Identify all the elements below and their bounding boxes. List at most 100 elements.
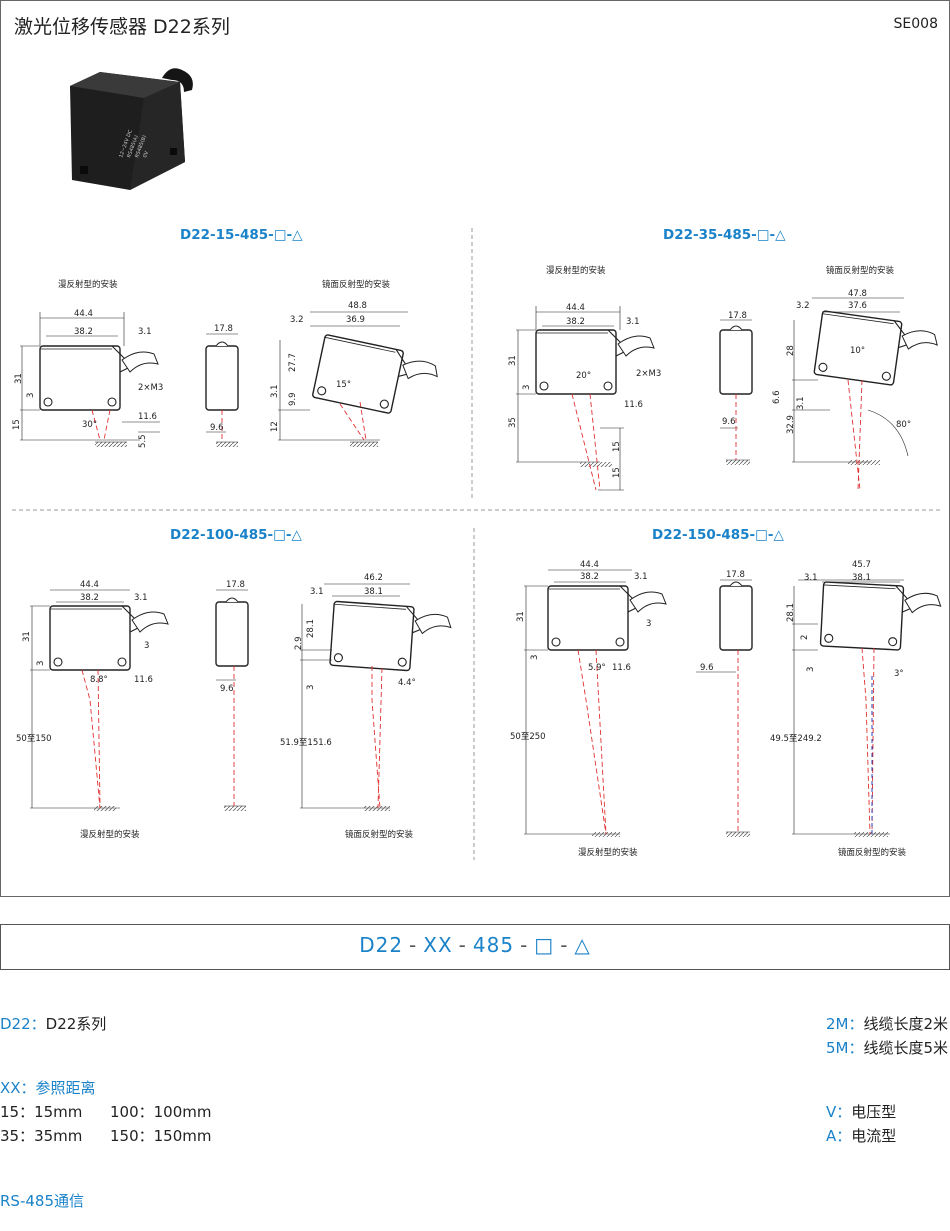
dim-label: 9.6 bbox=[722, 417, 736, 427]
dim-label: 3 bbox=[26, 392, 36, 398]
legend-key: 5M bbox=[826, 1039, 849, 1057]
dim-label: 32.9 bbox=[786, 415, 796, 434]
dim-label: 31 bbox=[508, 355, 518, 366]
legend-comm: RS-485通信 bbox=[0, 1192, 84, 1210]
legend-cable-5m: 5M：线缆长度5米 bbox=[826, 1039, 949, 1057]
dim-label: 38.2 bbox=[580, 572, 599, 582]
dim-label: 20° bbox=[576, 371, 592, 381]
dim-label: 3.1 bbox=[804, 573, 818, 583]
mirror-label: 镜面反射型的安装 bbox=[345, 830, 414, 840]
legend-voltage: V：电压型 bbox=[826, 1103, 897, 1121]
dim-label: 15 bbox=[12, 419, 22, 430]
code-sep: - bbox=[458, 933, 467, 957]
legend-range: 35：35mm bbox=[0, 1127, 83, 1145]
legend-distance-title: XX：参照距离 bbox=[0, 1079, 96, 1097]
dim-label: 49.5至249.2 bbox=[770, 734, 822, 744]
drawings bbox=[12, 228, 943, 860]
dim-label: 3 bbox=[806, 666, 816, 672]
dim-label: 31 bbox=[22, 631, 32, 642]
code-part-output: □ bbox=[534, 933, 555, 957]
dim-label: 44.4 bbox=[566, 303, 585, 313]
dim-label: 12 bbox=[270, 421, 280, 432]
dim-label: 2×M3 bbox=[636, 369, 662, 379]
dim-label: 5.5 bbox=[138, 434, 148, 448]
dim-label: 3 bbox=[144, 641, 150, 651]
dim-label: 28.1 bbox=[786, 603, 796, 622]
dim-label: 38.1 bbox=[364, 587, 383, 597]
legend-value: 线缆长度2米 bbox=[863, 1015, 949, 1033]
dim-label: 3 bbox=[530, 654, 540, 660]
dim-label: 3.1 bbox=[138, 327, 152, 337]
dim-label: 48.8 bbox=[348, 301, 367, 311]
legend-key: 2M bbox=[826, 1015, 849, 1033]
diffuse-label: 漫反射型的安装 bbox=[80, 830, 140, 840]
dim-label: 30° bbox=[82, 420, 98, 430]
dim-label: 15 bbox=[612, 441, 622, 452]
mirror-label: 镜面反射型的安装 bbox=[322, 280, 391, 290]
dim-label: 17.8 bbox=[726, 570, 745, 580]
legend-key: V bbox=[826, 1103, 837, 1121]
legend-current: A：电流型 bbox=[826, 1127, 897, 1145]
dim-label: 17.8 bbox=[214, 324, 233, 334]
dim-label: 10° bbox=[850, 346, 866, 356]
dim-label: 17.8 bbox=[226, 580, 245, 590]
dim-label: 4.4° bbox=[398, 678, 416, 688]
legend-value: 电流型 bbox=[851, 1127, 897, 1145]
legend-value: D22系列 bbox=[45, 1015, 107, 1033]
dim-label: 28 bbox=[786, 345, 796, 356]
section-title-35: D22-35-485-□-△ bbox=[663, 227, 786, 243]
dim-label: 3.1 bbox=[134, 593, 148, 603]
dim-label: 3.2 bbox=[290, 315, 304, 325]
dim-label: 2×M3 bbox=[138, 383, 164, 393]
dim-label: 31 bbox=[14, 373, 24, 384]
legend-value: 线缆长度5米 bbox=[863, 1039, 949, 1057]
legend-range: 100：100mm bbox=[110, 1103, 212, 1121]
code-part-comm: 485 bbox=[472, 933, 515, 957]
dim-label: 47.8 bbox=[848, 289, 867, 299]
dim-label: 3 bbox=[36, 660, 46, 666]
section-title-15: D22-15-485-□-△ bbox=[180, 227, 303, 243]
dim-label: 36.9 bbox=[346, 315, 365, 325]
dim-label: 3.1 bbox=[310, 587, 324, 597]
dim-label: 27.7 bbox=[288, 353, 298, 372]
code-sep: - bbox=[520, 933, 529, 957]
dim-label: 44.4 bbox=[74, 309, 93, 319]
dim-label: 37.6 bbox=[848, 301, 867, 311]
code-part-distance: XX bbox=[423, 933, 453, 957]
dim-label: 50至150 bbox=[16, 734, 52, 744]
dim-label: 3 bbox=[306, 684, 316, 690]
dim-label: 2 bbox=[800, 634, 810, 640]
s15-diffuse-head bbox=[39, 345, 159, 411]
dim-label: 15 bbox=[612, 467, 622, 478]
dim-label: 38.1 bbox=[852, 573, 871, 583]
dim-label: 38.2 bbox=[74, 327, 93, 337]
dim-label: 6.6 bbox=[772, 390, 782, 404]
legend-key: A bbox=[826, 1127, 837, 1145]
section-title-150: D22-150-485-□-△ bbox=[652, 527, 784, 543]
diffuse-label: 漫反射型的安装 bbox=[58, 280, 118, 290]
product-print-line: 0V bbox=[142, 150, 150, 159]
dim-label: 9.6 bbox=[220, 684, 234, 694]
dim-label: 31 bbox=[516, 611, 526, 622]
diffuse-label: 漫反射型的安装 bbox=[546, 266, 606, 276]
dim-label: 15° bbox=[336, 380, 352, 390]
dim-label: 9.6 bbox=[210, 423, 224, 433]
page-code: SE008 bbox=[893, 16, 938, 32]
dim-label: 38.2 bbox=[566, 317, 585, 327]
dim-label: 3.1 bbox=[634, 572, 648, 582]
legend-cable-2m: 2M：线缆长度2米 bbox=[826, 1015, 949, 1033]
dim-label: 3.1 bbox=[270, 384, 280, 398]
code-part-cable: △ bbox=[574, 933, 591, 957]
dim-label: 2.9 bbox=[294, 636, 304, 650]
legend-key: D22 bbox=[0, 1015, 31, 1033]
code-part-series: D22 bbox=[359, 933, 404, 957]
dim-label: 28.1 bbox=[306, 619, 316, 638]
legend-value: 电压型 bbox=[851, 1103, 897, 1121]
dim-label: 80° bbox=[896, 420, 912, 430]
dim-label: 50至250 bbox=[510, 732, 546, 742]
mirror-label: 镜面反射型的安装 bbox=[838, 848, 907, 858]
code-sep: - bbox=[409, 933, 418, 957]
dim-label: 11.6 bbox=[138, 412, 157, 422]
dim-label: 3.1 bbox=[626, 317, 640, 327]
dim-label: 11.6 bbox=[134, 675, 153, 685]
